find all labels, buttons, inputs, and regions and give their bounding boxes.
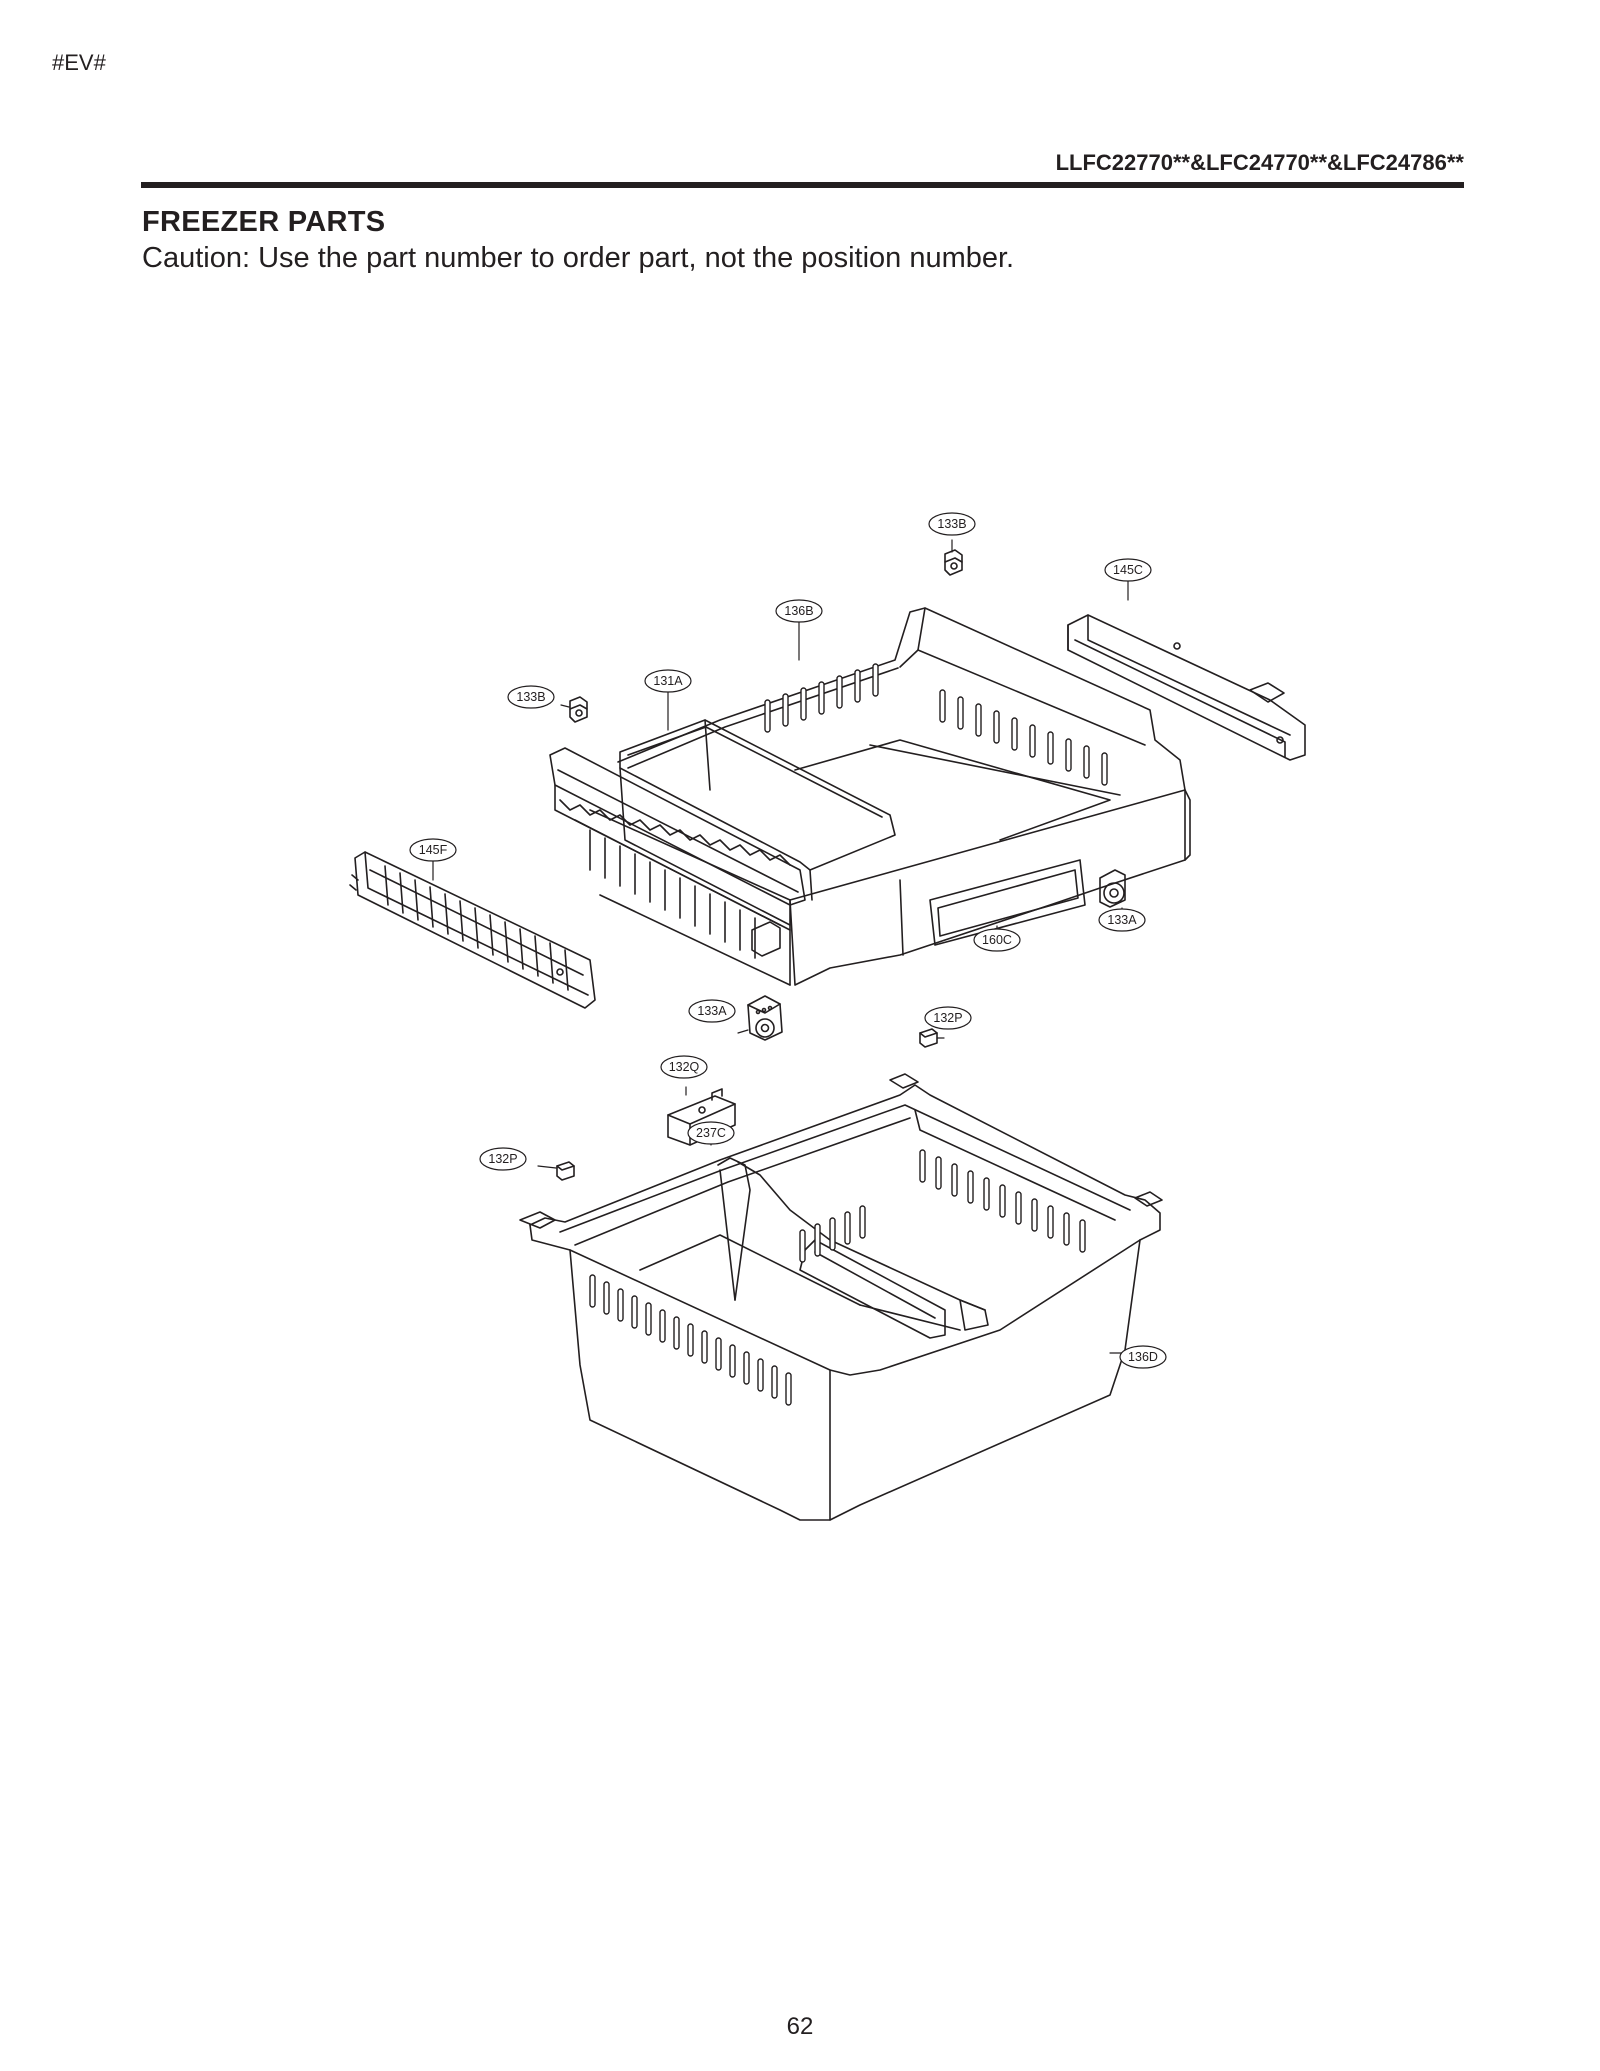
callout-133b-left: 133B [507, 685, 555, 709]
part-133b-clip-top [944, 549, 963, 576]
lower-basket-slots [589, 1149, 1086, 1406]
document-code: #EV# [52, 50, 106, 75]
callout-label: 136D [1128, 1350, 1158, 1364]
callout-136d: 136D [1119, 1345, 1167, 1369]
part-145f-cover [349, 851, 596, 1009]
callout-label: 237C [696, 1126, 726, 1140]
callout-133a-left: 133A [688, 999, 736, 1023]
callout-label: 132Q [669, 1060, 700, 1074]
callout-label: 145F [419, 843, 448, 857]
callout-132q: 132Q [660, 1055, 708, 1079]
callout-label: 131A [653, 674, 683, 688]
callout-label: 133B [516, 690, 545, 704]
callout-145c: 145C [1104, 558, 1152, 582]
callout-label: 133A [1107, 913, 1137, 927]
callout-label: 136B [784, 604, 813, 618]
callout-label: 132P [933, 1011, 962, 1025]
part-145c-rail [1067, 614, 1306, 761]
part-132p-pad-left [556, 1161, 575, 1181]
callout-133b-top: 133B [928, 512, 976, 536]
callout-label: 160C [982, 933, 1012, 947]
upper-drawer-slots [764, 663, 1108, 786]
callout-160c: 160C [973, 928, 1021, 952]
model-numbers: LLFC22770**&LFC24770**&LFC24786** [1055, 150, 1464, 175]
part-133a-roller-right [1099, 869, 1126, 908]
section-title: FREEZER PARTS [142, 206, 386, 238]
header-rule [141, 182, 1464, 188]
callout-label: 133A [697, 1004, 727, 1018]
callout-237c: 237C [687, 1121, 735, 1145]
callout-label: 145C [1113, 563, 1143, 577]
part-132p-pad-right [919, 1028, 938, 1048]
page-number: 62 [786, 2013, 814, 2040]
upper-drawer-left-rail [549, 747, 806, 959]
part-136d-lower-basket [519, 1073, 1163, 1521]
callout-label: 133B [937, 517, 966, 531]
callout-132p-left: 132P [479, 1147, 527, 1171]
part-131a-bin [619, 719, 896, 926]
callout-132p-right: 132P [924, 1006, 972, 1030]
callout-label: 132P [488, 1152, 517, 1166]
part-136b-upper-drawer [589, 607, 1191, 986]
callout-145f: 145F [409, 838, 457, 862]
caution-note: Caution: Use the part number to order pa… [142, 242, 1015, 274]
part-133b-clip-left [569, 696, 588, 723]
callout-131a: 131A [644, 669, 692, 693]
callouts: 133B 145C 136B 131A 133B 145F 133A 160C … [409, 512, 1167, 1369]
callout-133a-right: 133A [1098, 908, 1146, 932]
part-133a-roller-left [747, 995, 783, 1041]
callout-136b: 136B [775, 599, 823, 623]
